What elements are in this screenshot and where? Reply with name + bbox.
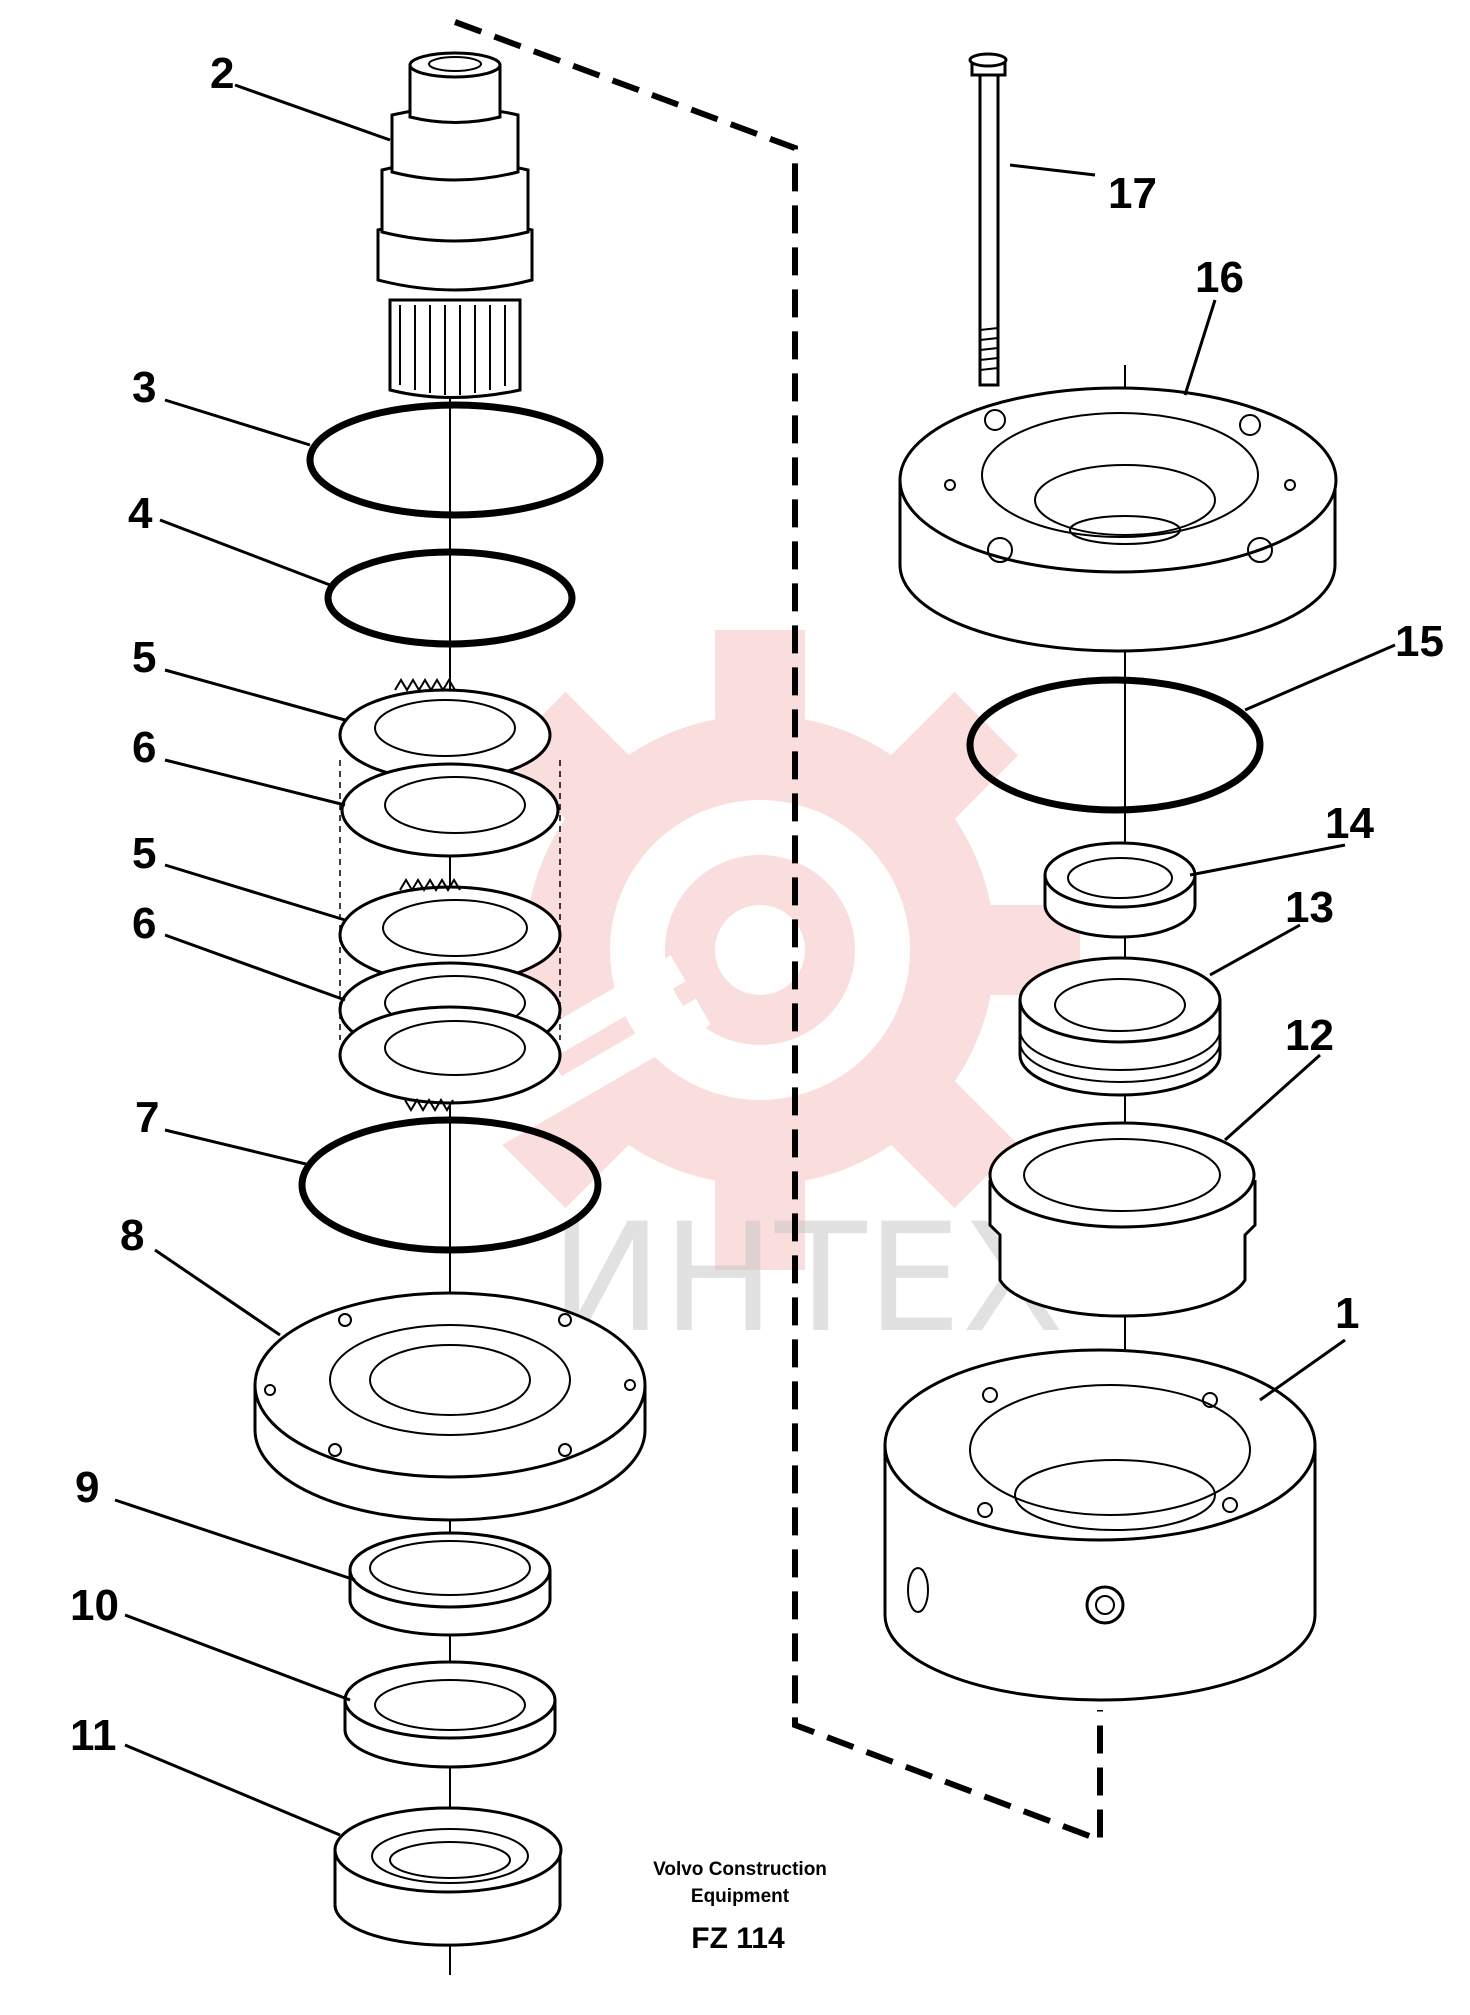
part-1-housing xyxy=(883,1348,1317,1702)
part-4-o-ring xyxy=(324,548,576,648)
part-9-seal xyxy=(348,1531,552,1637)
callout-5-lower: 5 xyxy=(132,829,156,878)
part-2-pinion-shaft xyxy=(376,51,534,399)
callout-11: 11 xyxy=(70,1711,117,1760)
dashed-connection-line xyxy=(453,19,1103,1845)
caption-line-1: Volvo Construction xyxy=(653,1859,827,1880)
callout-1: 1 xyxy=(1335,1289,1359,1338)
watermark-logo xyxy=(440,630,1080,1270)
callout-14: 14 xyxy=(1325,799,1374,848)
callout-15: 15 xyxy=(1395,617,1444,666)
part-13-sleeve xyxy=(1018,956,1222,1097)
part-16-cover-housing xyxy=(898,386,1338,653)
part-10-seal xyxy=(343,1660,557,1769)
part-17-bolt xyxy=(968,52,1008,387)
caption-block: Volvo Construction Equipment FZ 114 xyxy=(653,1859,827,1955)
part-11-bearing xyxy=(333,1806,563,1947)
callout-6-upper: 6 xyxy=(132,723,156,772)
part-7-o-ring xyxy=(298,1116,602,1254)
callout-leader-lines xyxy=(114,83,1396,1837)
figure-code: FZ 114 xyxy=(691,1922,785,1955)
callout-3: 3 xyxy=(132,363,156,412)
callout-6-lower: 6 xyxy=(132,899,156,948)
callout-16: 16 xyxy=(1195,253,1244,302)
callout-numbers: 2 3 4 5 6 5 6 7 8 9 10 11 17 16 15 14 13… xyxy=(70,49,1444,1760)
caption-line-2: Equipment xyxy=(691,1886,790,1907)
callout-4: 4 xyxy=(128,489,153,538)
part-12-bushing xyxy=(988,1121,1257,1318)
part-3-o-ring xyxy=(306,401,604,519)
part-15-o-ring xyxy=(966,676,1264,814)
callout-2: 2 xyxy=(210,49,234,98)
callout-17: 17 xyxy=(1108,169,1157,218)
part-14-bearing xyxy=(1043,841,1197,939)
callout-13: 13 xyxy=(1285,883,1334,932)
callout-5-upper: 5 xyxy=(132,633,156,682)
callout-10: 10 xyxy=(70,1581,119,1630)
part-8-flange-cover xyxy=(253,1291,647,1522)
callout-7: 7 xyxy=(135,1093,159,1142)
callout-12: 12 xyxy=(1285,1011,1334,1060)
callout-8: 8 xyxy=(120,1211,144,1260)
watermark-text: ИНТЕХ xyxy=(550,1192,1064,1366)
part-5-friction-disc-bottom xyxy=(338,1005,562,1112)
part-5-friction-disc-lower xyxy=(338,878,562,985)
part-6-steel-disc-upper xyxy=(340,762,560,858)
callout-9: 9 xyxy=(75,1463,99,1512)
